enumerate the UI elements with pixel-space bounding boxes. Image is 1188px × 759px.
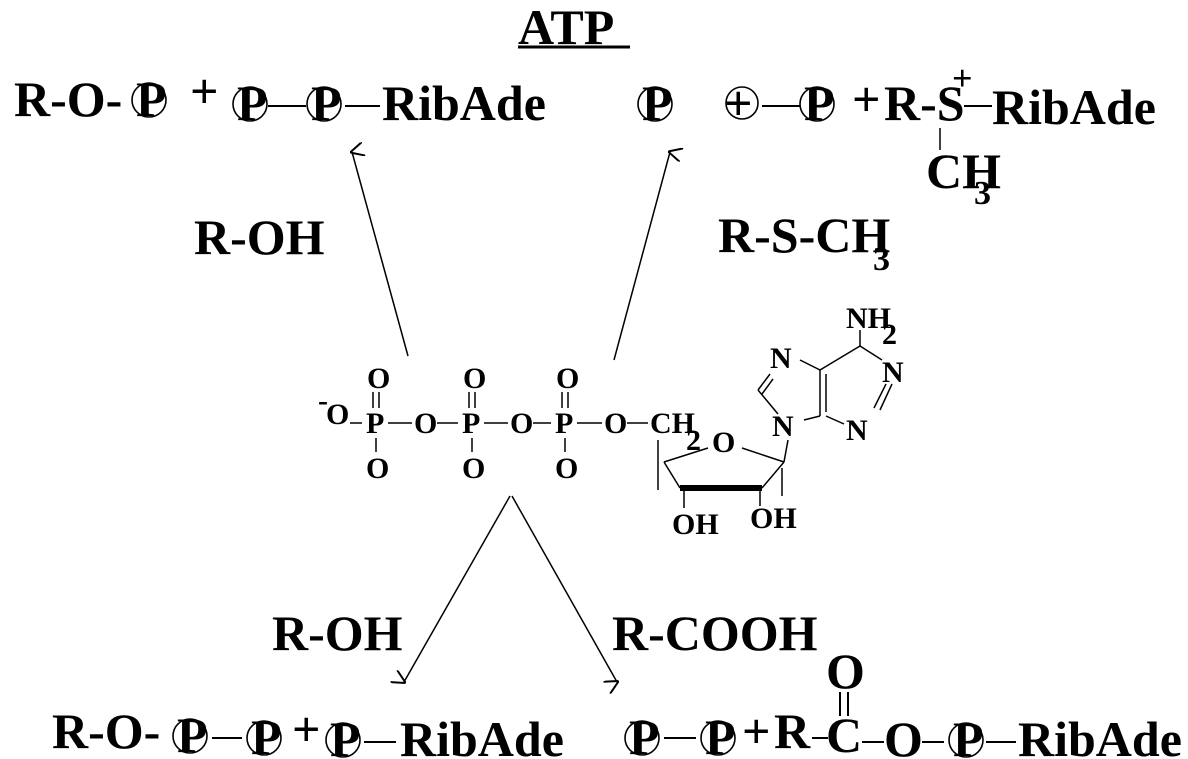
tr-reagent: R-S-CH (718, 207, 890, 263)
atp-p-1: P (366, 407, 384, 440)
tr-ch-sub: 3 (974, 175, 991, 212)
bl-phosphate-1: P (177, 707, 208, 759)
atp-glycosidic-bond (783, 439, 789, 463)
br-plus: + (742, 703, 771, 759)
atp-ribose-o: O (712, 426, 735, 459)
atp-o-bridge-2: O (510, 407, 533, 440)
atp-n1-c2 (879, 383, 893, 411)
atp-nh2-sub: 2 (882, 318, 897, 351)
tr-reagent-sub: 3 (873, 241, 890, 278)
tr-reagent-group: R-S-CH 3 (718, 207, 890, 278)
tr-phosphate-circle-2 (799, 86, 835, 122)
tl-reagent: R-OH (194, 209, 325, 265)
br-carbon: C (826, 707, 862, 759)
bl-reagent: R-OH (272, 605, 403, 661)
atp-o-bridge-3: O (604, 407, 627, 440)
br-phosphate-circle-3 (948, 722, 984, 758)
tl-phosphate-circle-1 (131, 82, 167, 118)
br-ribade: RibAde (1018, 711, 1182, 759)
br-phosphate-3: P (953, 711, 984, 759)
atp-n3: N (846, 414, 868, 447)
arrow-to-bottom-right (511, 495, 617, 682)
bl-ribade: RibAde (400, 711, 564, 759)
atp-n9-c4 (803, 415, 821, 421)
bl-phosphate-circle-2 (246, 720, 282, 756)
tl-phosphate-2: P (237, 75, 268, 131)
atp-ch2-sub: 2 (686, 424, 701, 457)
tr-ribade: RibAde (992, 79, 1156, 135)
atp-c8-n7-dbl (761, 378, 774, 395)
atp-n1: N (882, 356, 904, 389)
tr-phosphate-2: P (804, 75, 835, 131)
tl-phosphate-circle-3 (306, 86, 342, 122)
br-r: R (774, 703, 811, 759)
bl-plus: + (292, 701, 321, 757)
bl-phosphate-circle-3 (325, 722, 361, 758)
tr-r-s: R-S (884, 75, 965, 131)
top-left-product: R-O- P + P P RibAde (14, 63, 546, 131)
atp-n7-c5 (799, 359, 821, 371)
bl-phosphate-2: P (251, 709, 282, 759)
br-ester-o: O (884, 711, 923, 759)
title-group: ATP (518, 0, 630, 55)
br-phosphate-circle-1 (624, 720, 660, 756)
atp-p-2: P (462, 407, 480, 440)
br-phosphate-2: P (705, 709, 736, 759)
atp-ribose-c4-o (663, 447, 709, 463)
arrow-to-top-right (613, 152, 670, 361)
bottom-left-product: R-O- P P + P RibAde (52, 701, 564, 759)
atp-ch2: CH (650, 407, 695, 440)
atp-oh-2: OH (750, 502, 797, 535)
atp-o-bottom-2: O (462, 452, 485, 485)
tl-phosphate-circle-2 (232, 86, 268, 122)
atp-o-bottom-3: O (555, 452, 578, 485)
bl-phosphate-circle-1 (172, 718, 208, 754)
top-right-product: P + P + R-S + RibAde CH 3 (637, 58, 1156, 212)
atp-oh-1: OH (672, 508, 719, 541)
atp-ribose-c4-c3 (663, 461, 681, 489)
bottom-right-product: P P + R O C O P RibAde (624, 643, 1182, 759)
tl-ribade: RibAde (382, 75, 546, 131)
arrow-to-top-left (352, 152, 409, 357)
tr-plus-circled: + (724, 75, 753, 131)
br-reagent: R-COOH (612, 605, 818, 661)
atp-c8-n7 (757, 373, 771, 391)
tr-charge: + (952, 58, 973, 98)
tr-phosphate-1: P (642, 75, 673, 131)
br-carbonyl-o: O (826, 643, 865, 699)
atp-o-terminal: O (326, 398, 349, 431)
atp-ribose-o-c1 (741, 447, 785, 463)
atp-o-top-1: O (367, 362, 390, 395)
atp-n3-c4 (825, 415, 845, 425)
tl-phosphate-1: P (136, 71, 167, 127)
atp-o-top-3: O (556, 362, 579, 395)
tl-r-o: R-O- (14, 71, 122, 127)
atp-c6-n1 (859, 345, 883, 361)
atp-structure: - O O P O O O P O O O P O O CH 2 (318, 302, 904, 541)
bl-r-o: R-O- (52, 703, 160, 759)
tr-plus-circle (725, 86, 759, 120)
atp-o-bottom-1: O (366, 452, 389, 485)
atp-o-top-2: O (463, 362, 486, 395)
tr-phosphate-circle-1 (637, 86, 673, 122)
tl-plus: + (190, 63, 219, 119)
tl-phosphate-3: P (311, 75, 342, 131)
atp-neg-charge: - (318, 384, 328, 417)
atp-n9: N (772, 410, 794, 443)
tr-ch: CH (926, 143, 1001, 199)
atp-c5-c6 (819, 345, 861, 371)
atp-o-bridge-1: O (414, 407, 437, 440)
br-phosphate-circle-2 (700, 720, 736, 756)
tr-plus: + (852, 71, 881, 127)
bl-phosphate-3: P (330, 711, 361, 759)
br-phosphate-1: P (629, 709, 660, 759)
atp-n9-c8 (757, 389, 779, 415)
atp-n1-c2-dbl (873, 383, 887, 409)
atp-ribose-c1-c2 (761, 461, 785, 489)
atp-p-3: P (555, 407, 573, 440)
arrow-to-bottom-left (404, 495, 511, 682)
atp-n7: N (770, 342, 792, 375)
atp-nh2: NH (846, 302, 891, 335)
